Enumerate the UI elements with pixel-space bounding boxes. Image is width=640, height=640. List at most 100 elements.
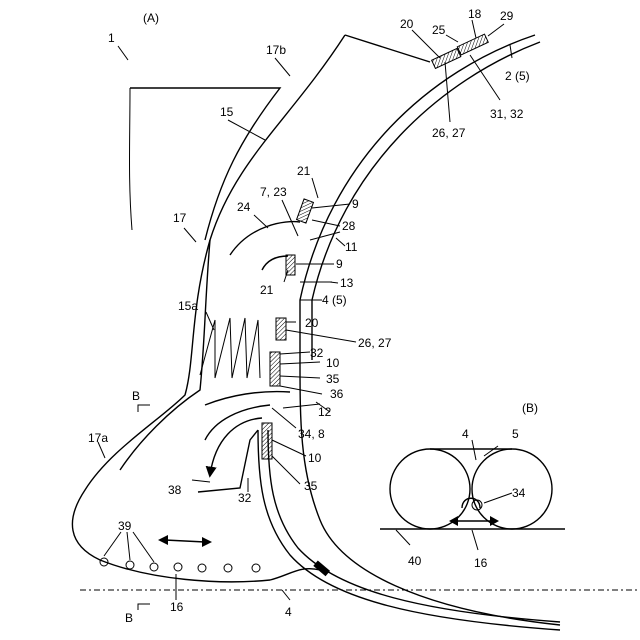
label-7-23: 7, 23 (260, 185, 287, 199)
opening-11 (310, 232, 340, 240)
label-4-5: 4 (5) (322, 293, 347, 307)
section-arrow-b-top (138, 405, 150, 412)
body-outer-skin (300, 35, 560, 625)
label-13: 13 (340, 276, 354, 290)
leader (192, 480, 210, 482)
label-25: 25 (432, 23, 446, 37)
duct-passage-lower (262, 256, 288, 270)
panel-b-title: (B) (522, 401, 538, 415)
label-15: 15 (220, 105, 234, 119)
label-32-low: 32 (238, 491, 252, 505)
leader (133, 532, 154, 562)
leader (312, 204, 350, 208)
leader (330, 282, 338, 283)
label-26-27-top: 26, 27 (432, 126, 466, 140)
vent-hole (224, 564, 232, 572)
label-31-32: 31, 32 (490, 107, 524, 121)
label-32-mid: 32 (310, 346, 324, 360)
component-top-a (432, 48, 461, 68)
label-39: 39 (118, 519, 132, 533)
label-2-5: 2 (5) (505, 69, 530, 83)
leader (254, 215, 268, 228)
leader (282, 200, 298, 236)
component-9-top (297, 199, 314, 223)
label-10-mid: 10 (326, 356, 340, 370)
leader (286, 330, 356, 342)
panel-a-title: (A) (143, 11, 159, 25)
vent-hole (198, 564, 206, 572)
leader (104, 532, 121, 556)
leader (472, 20, 476, 38)
label-17: 17 (173, 211, 187, 225)
duct-inner-lower (120, 240, 210, 470)
leader (272, 440, 306, 456)
leader (488, 24, 504, 36)
duct-wall-inner (130, 88, 280, 240)
leader (127, 532, 130, 560)
body-inner-skin (312, 42, 540, 360)
panel-a: (A) 1 17b 15 17 24 7, 23 21 9 28 11 9 13… (72, 7, 640, 630)
leader (510, 45, 512, 58)
label-24: 24 (237, 200, 251, 214)
label-b-5: 5 (512, 427, 519, 441)
leader (272, 408, 296, 428)
body-lower-skin (258, 430, 560, 630)
label-b-34: 34 (512, 486, 526, 500)
label-b-40: 40 (408, 554, 422, 568)
slide-double-arrow-b (449, 516, 499, 526)
leader-b-16 (472, 530, 478, 550)
vent-hole (174, 563, 182, 571)
leader (280, 352, 310, 354)
label-21-top: 21 (297, 164, 311, 178)
leader (280, 386, 322, 394)
label-26-27-mid: 26, 27 (358, 336, 392, 350)
flap-34 (205, 405, 270, 440)
label-20-top: 20 (400, 17, 414, 31)
label-9-top: 9 (352, 197, 359, 211)
leader (184, 228, 196, 242)
label-36: 36 (330, 387, 344, 401)
opening-12 (283, 404, 320, 408)
leader-lines (98, 20, 512, 600)
vent-hole (126, 561, 134, 569)
label-16-a: 16 (170, 600, 184, 614)
label-28: 28 (342, 219, 356, 233)
label-B-bot: B (125, 611, 133, 625)
component-10-low (262, 423, 272, 459)
vent-hole (252, 564, 260, 572)
label-11: 11 (345, 240, 358, 254)
leader-b-34 (484, 493, 512, 503)
label-35-low: 35 (304, 479, 318, 493)
label-10-low: 10 (308, 451, 322, 465)
label-38: 38 (168, 483, 182, 497)
leader (275, 58, 290, 76)
leader (282, 590, 290, 600)
label-29: 29 (500, 9, 514, 23)
label-4-bot: 4 (285, 605, 292, 619)
label-15a: 15a (178, 299, 198, 313)
label-35-mid: 35 (326, 372, 340, 386)
lower-clip (313, 561, 330, 577)
label-18: 18 (468, 7, 482, 21)
component-top-b (457, 34, 488, 55)
label-1: 1 (108, 31, 115, 45)
section-arrow-b-bot (138, 604, 150, 610)
panel-b: (B) 4 5 34 40 16 (380, 401, 565, 570)
flap-36 (205, 392, 290, 405)
leader-b-4 (472, 440, 476, 460)
label-b-4: 4 (462, 427, 469, 441)
label-17a: 17a (88, 431, 108, 445)
label-17b: 17b (266, 43, 286, 57)
leader (312, 178, 318, 198)
vent-hole (150, 563, 158, 571)
air-flow-arrow (210, 418, 262, 475)
leader (118, 46, 128, 60)
leader-b-40 (396, 530, 410, 545)
label-12: 12 (318, 405, 332, 419)
vent-holes-39 (100, 558, 260, 572)
leader (206, 312, 214, 330)
label-B-top: B (132, 389, 140, 403)
slide-double-arrow (158, 535, 212, 547)
